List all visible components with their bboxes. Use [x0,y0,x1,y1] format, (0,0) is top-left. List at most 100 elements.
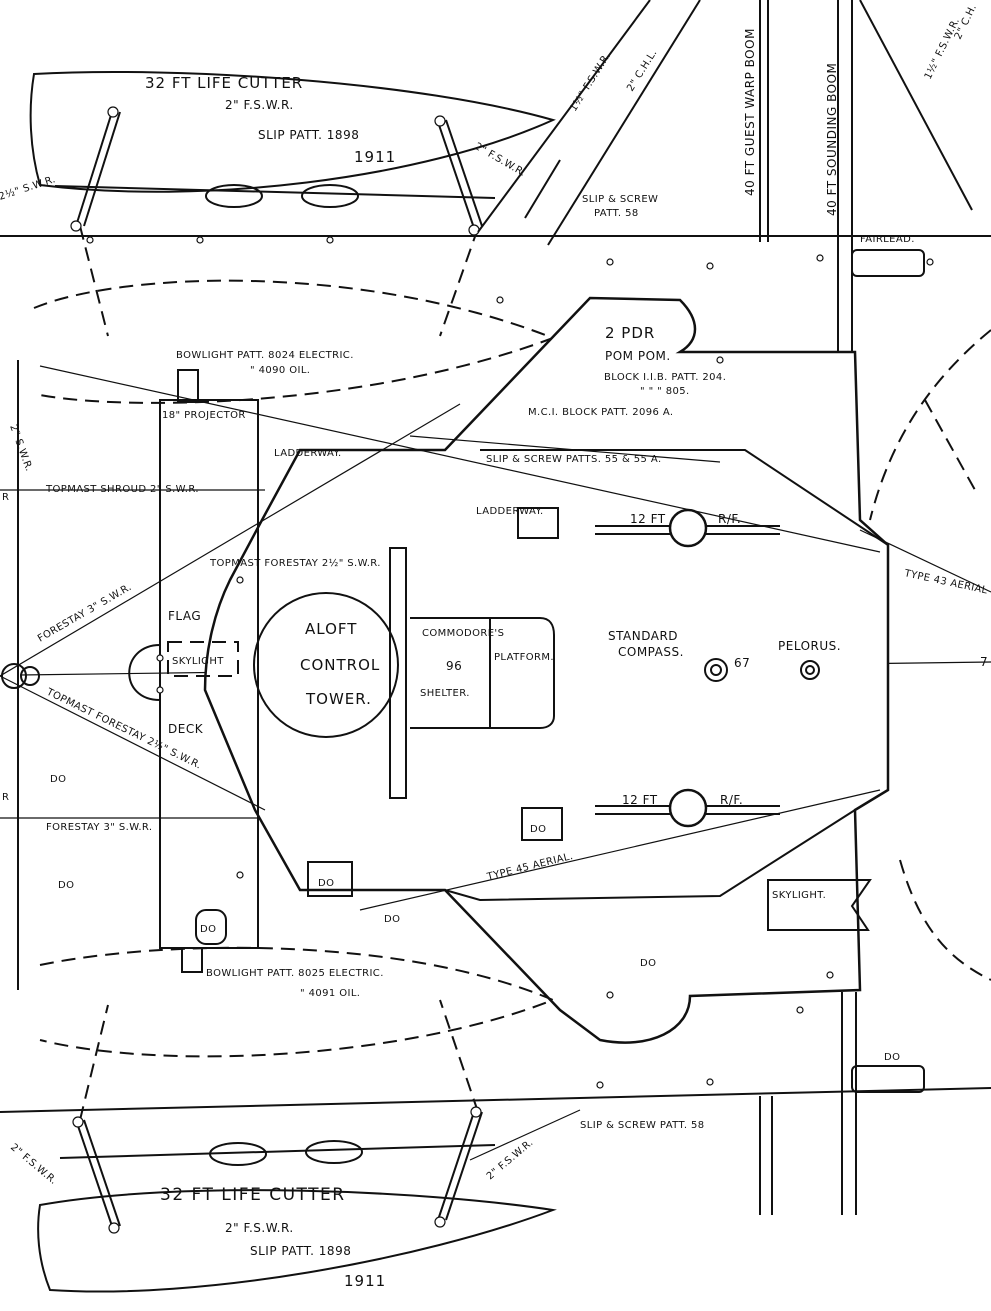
deck-rivets [86,236,934,1089]
slip-patt-label: PATT. 58 [594,208,639,219]
topmast-shroud-label: TOPMAST SHROUD 2" S.W.R. [45,484,199,495]
bowlight-top-label-1: BOWLIGHT PATT. 8024 ELECTRIC. [176,350,354,361]
bottom-cutter-slip-label: SLIP PATT. 1898 [250,1244,351,1258]
do-box-bridge [521,807,563,841]
slip-fitting [524,159,561,219]
flag-deck-plate [159,399,259,949]
top-cutter-davit-aft-swung [439,227,479,337]
bottom-cutter-wire-label: 2" F.S.W.R. [225,1221,294,1235]
chl-label: 2" C.H.L. [625,48,659,94]
bottom-cutter-year: 1911 [344,1272,386,1290]
bottom-cutter-chock-2 [305,1140,363,1164]
rivet [236,576,244,584]
top-cutter-chock-1 [205,184,263,208]
standard-compass [704,658,728,682]
bottom-life-cutter: 32 FT LIFE CUTTER 2" F.S.W.R. SLIP PATT.… [37,946,557,1293]
fswr-bottom-left-label: 2" F.S.W.R. [8,1142,59,1187]
rivet [826,971,834,979]
top-cutter-title: 32 FT LIFE CUTTER [145,74,303,92]
top-life-cutter: 32 FT LIFE CUTTER 2" F.S.W.R. SLIP PATT.… [29,70,556,404]
rivet [716,356,724,364]
shelter-label: SHELTER. [420,688,470,699]
control-label: CONTROL [300,656,380,674]
rivet [796,1006,804,1014]
forestay-left-label: FORESTAY 3" S.W.R. [46,822,152,833]
rf-bottom-label: R/F. [720,793,743,807]
rivet [606,991,614,999]
top-cutter-davit-aft-b [445,119,483,227]
aloft-label: ALOFT [305,620,357,638]
rivet [196,236,204,244]
pompom-label-2: POM POM. [605,349,671,363]
commodores-label: COMMODORE'S [422,628,504,639]
right-upper-dashed-curve [869,329,991,521]
bottom-cutter-davit-fore-b [83,1119,121,1227]
projector-label: 18" PROJECTOR [162,410,246,421]
top-cutter-davit-aft [437,121,475,229]
rf-bottom-size: 12 FT [622,793,658,807]
davit-foot [468,224,480,236]
fswr-left-label: 2" F.S.W.R. [473,141,528,179]
flag-deck-fitting [195,909,227,945]
bowlight-bottom-label-2: " 4091 OIL. [300,988,360,999]
corner-rope [859,0,973,211]
type43-label: TYPE 43 AERIAL [902,568,988,597]
top-cutter-slip-label: SLIP PATT. 1898 [258,128,359,142]
davit-head [108,1222,120,1234]
top-fswr-label: 1½" F.S.W.R. [567,50,613,113]
rf-top-size: 12 FT [630,512,666,526]
skylight-left-outline [167,641,239,677]
left-edge-label-r2: R [2,792,9,803]
aloft-control-tower-circle [253,592,399,738]
compass-number: 67 [734,656,750,670]
mast-foot-b [20,666,40,686]
slip-screw-patts-label: SLIP & SCREW PATTS. 55 & 55 A. [486,454,662,465]
do-label-4: DO [318,878,334,889]
rivet [596,1081,604,1089]
davit-head [434,1216,446,1228]
fairlead-fitting [851,249,925,277]
top-cutter-year: 1911 [354,148,396,166]
rivet [236,871,244,879]
davit-foot [72,1116,84,1128]
left-swr-label: 2" S.W.R. [7,423,34,473]
bottom-cutter-davit-aft-b [445,1111,483,1221]
skylight-left-label: SKYLIGHT [172,656,224,667]
tower-mast-bar [389,547,407,799]
rf-pedestal [668,508,708,548]
lower-deck-edge-line [0,1087,991,1113]
right-dashed-strut [924,399,976,491]
rf-pedestal [668,788,708,828]
topmast-shroud-line [39,365,881,553]
bottom-cutter-title: 32 FT LIFE CUTTER [160,1185,346,1205]
davit-foot [470,1106,482,1118]
top-cutter-hull [29,70,556,193]
commodores-shelter-box [410,617,555,729]
compass-inner [710,664,722,676]
bowlight-top-label-2: " 4090 OIL. [250,365,310,376]
davit-head [107,106,119,118]
rivet [156,654,164,662]
tower-label: TOWER. [305,690,372,708]
type45-aerial-line [359,789,881,911]
compass-label: COMPASS. [618,645,684,659]
bottom-cutter-lowered-outline [39,946,556,1058]
do-label-1: DO [50,774,66,785]
bottom-cutter-chock-bar [59,1144,496,1159]
top-cutter-davit-fore-swung [79,225,109,337]
slip-screw-bottom-label: SLIP & SCREW PATT. 58 [580,1120,705,1131]
bottom-cutter-davit-aft-swung [439,999,479,1113]
ladderway-left-label: LADDERWAY. [274,448,342,459]
guest-warp-boom-label: 40 FT GUEST WARP BOOM [743,28,757,196]
right-lower-dashed-curve [899,859,991,981]
forestay-upper-diag [0,403,461,677]
rivet [816,254,824,262]
skylight-right-box [767,879,872,931]
bottom-cutter-davit-fore [75,1119,113,1227]
pelorus-label: PELORUS. [778,639,841,653]
davit-head [434,115,446,127]
topmast-forestay-lower-diag [0,675,266,811]
slip-screw-line [409,435,721,463]
bowlight-bottom-label-1: BOWLIGHT PATT. 8025 ELECTRIC. [206,968,384,979]
